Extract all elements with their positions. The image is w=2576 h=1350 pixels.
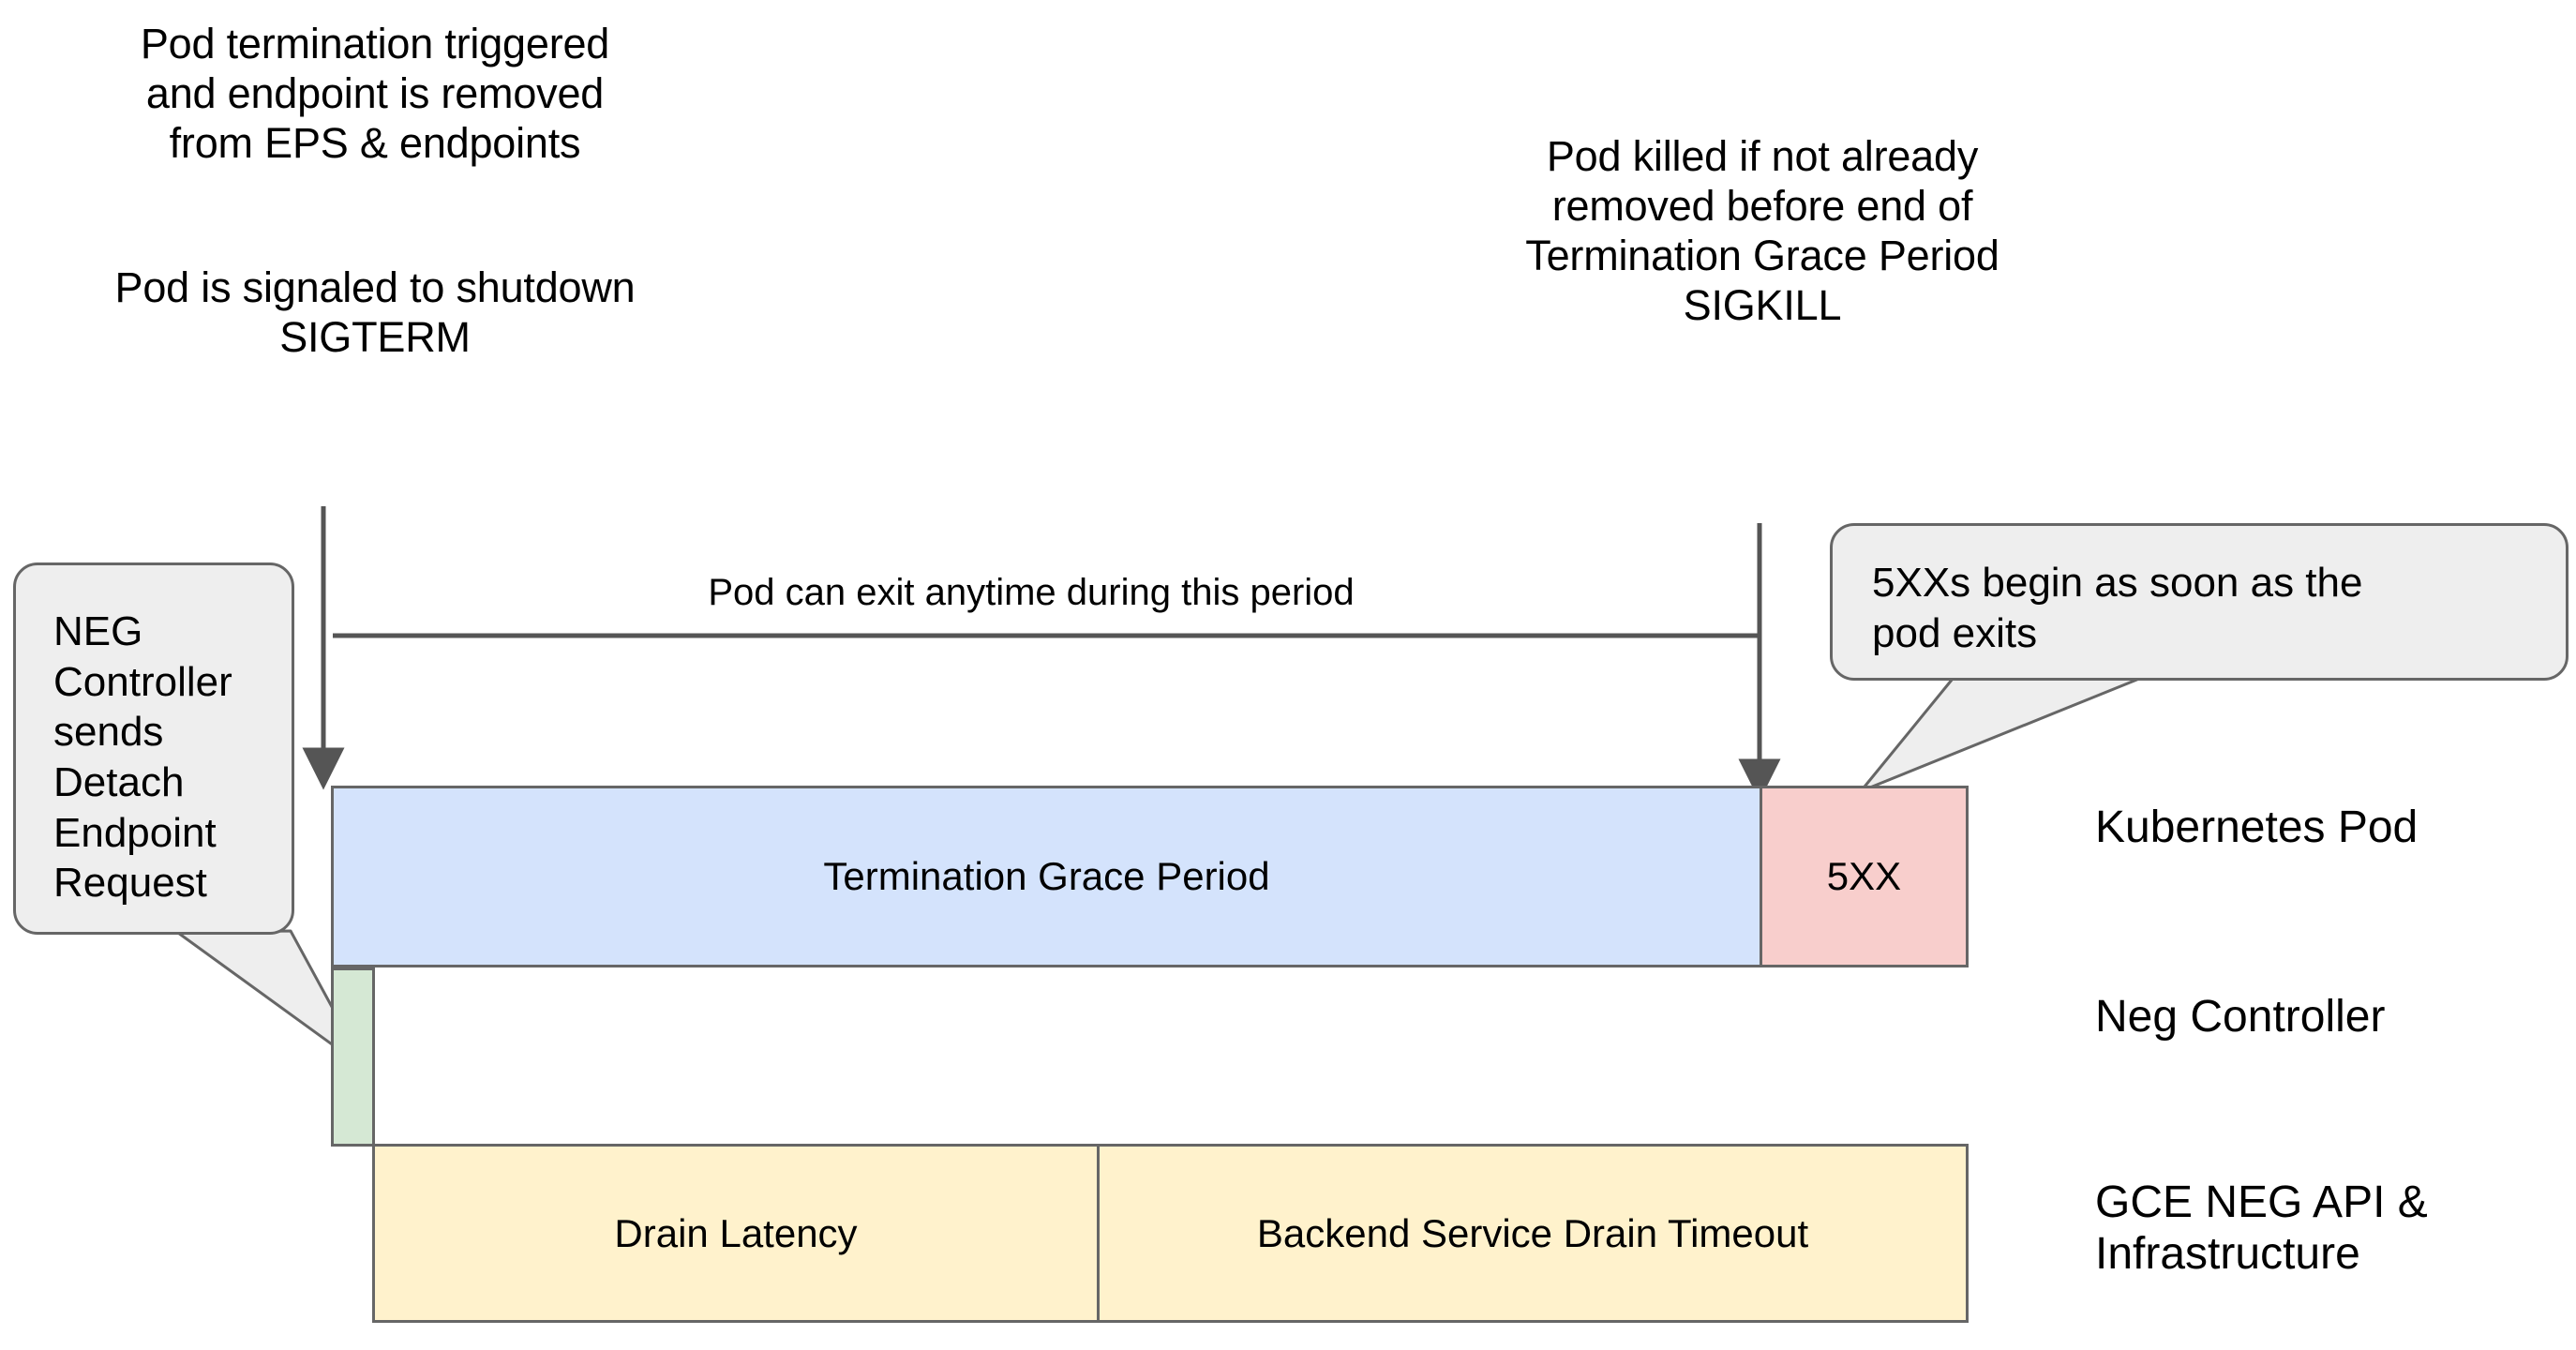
note-pod-signaled-sigterm: Pod is signaled to shutdown SIGTERM — [114, 263, 636, 362]
bar-backend-service-drain-timeout: Backend Service Drain Timeout — [1097, 1144, 1969, 1323]
span-label-pod-can-exit: Pod can exit anytime during this period — [708, 572, 1355, 613]
bar-drain-latency: Drain Latency — [372, 1144, 1100, 1323]
row-label-kubernetes-pod: Kubernetes Pod — [2095, 802, 2419, 852]
bar-five-xx: 5XX — [1760, 786, 1969, 968]
bubble-tail-five-xx — [1859, 677, 2141, 793]
row-label-neg-controller: Neg Controller — [2095, 992, 2386, 1042]
callout-five-xx-begin: 5XXs begin as soon as the pod exits — [1830, 523, 2569, 681]
note-pod-killed-sigkill: Pod killed if not already removed before… — [1525, 132, 1999, 330]
bar-neg-detach — [331, 968, 375, 1147]
row-label-gce-neg-api: GCE NEG API & Infrastructure — [2095, 1178, 2428, 1280]
note-pod-termination-triggered: Pod termination triggered and endpoint i… — [140, 20, 610, 168]
bar-termination-grace-period: Termination Grace Period — [331, 786, 1762, 968]
callout-neg-controller: NEG Controller sends Detach Endpoint Req… — [13, 562, 294, 935]
